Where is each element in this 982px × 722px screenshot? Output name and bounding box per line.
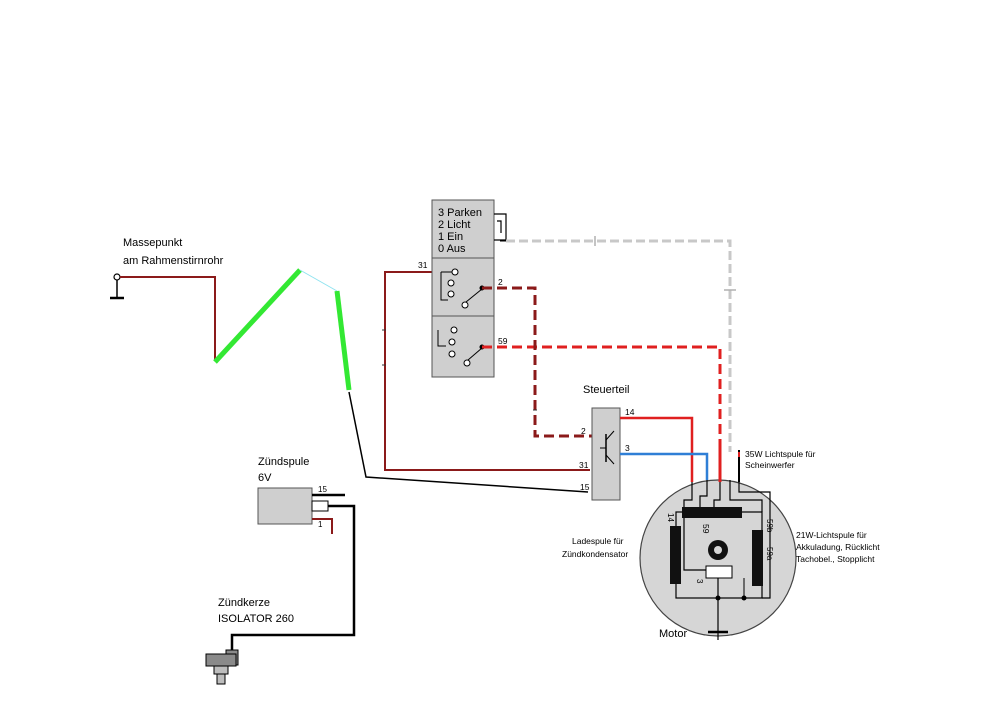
terminal-coil-1: 1 [318, 520, 323, 529]
switch-label-2: 2 Licht [438, 219, 470, 231]
terminal-ctrl-15: 15 [580, 482, 590, 492]
ignition-coil-label-1: Zündspule [258, 456, 309, 468]
wire-31 [384, 271, 590, 471]
terminal-motor-59: 59 [701, 524, 711, 534]
light-blue-link [299, 269, 338, 292]
motor-stator [639, 479, 797, 640]
terminal-switch-31: 31 [418, 260, 428, 270]
ground-wire [120, 276, 216, 360]
light-coil-label-1: 21W-Lichtspule für [796, 530, 867, 540]
switch-label-1: 3 Parken [438, 207, 482, 219]
ht-lead [230, 504, 356, 660]
terminal-ctrl-2: 2 [581, 426, 586, 436]
terminal-switch-59: 59 [498, 336, 508, 346]
green-wire-2 [334, 290, 352, 391]
terminal-switch-2: 2 [498, 277, 503, 287]
terminal-motor-59b: 59b [765, 519, 774, 533]
switch-label-4: 0 Aus [438, 243, 466, 255]
control-unit-label: Steuerteil [583, 384, 629, 396]
control-unit [591, 407, 621, 501]
charge-coil-label-2: Zündkondensator [562, 549, 628, 559]
parking-light-wire [506, 239, 732, 452]
terminal-ctrl-31: 31 [579, 460, 589, 470]
light-coil-label-3: Tachobel., Stopplicht [796, 554, 875, 564]
ignition-coil-label-2: 6V [258, 472, 272, 484]
headlight-coil-label-1: 35W Lichtspule für [745, 449, 816, 459]
light-coil-label-2: Akkuladung, Rücklicht [796, 542, 880, 552]
terminal-coil-15: 15 [318, 485, 327, 494]
ignition-coil [257, 487, 345, 534]
switch-label-3: 1 Ein [438, 231, 463, 243]
wire-14 [620, 416, 694, 480]
green-wire-1 [213, 268, 302, 364]
black-wire-15 [348, 391, 589, 493]
spark-plug [205, 649, 239, 685]
terminal-motor-59a: 59a [765, 547, 774, 561]
wire-2-dashed [482, 286, 592, 438]
terminal-ctrl-14: 14 [625, 407, 635, 417]
charge-coil-label-1: Ladespule für [572, 536, 624, 546]
ground-point-label-2: am Rahmenstirnrohr [123, 255, 224, 267]
terminal-motor-14: 14 [666, 513, 675, 522]
headlight-coil-label-2: Scheinwerfer [745, 460, 795, 470]
spark-plug-label-1: Zündkerze [218, 597, 270, 609]
terminal-ctrl-3: 3 [625, 443, 630, 453]
ground-point-label-1: Massepunkt [123, 237, 182, 249]
wire-3 [620, 452, 709, 480]
terminal-motor-3: 3 [695, 579, 704, 584]
motor-label: Motor [659, 628, 687, 640]
wire-59-dashed [482, 345, 722, 480]
spark-plug-label-2: ISOLATOR 260 [218, 613, 294, 625]
